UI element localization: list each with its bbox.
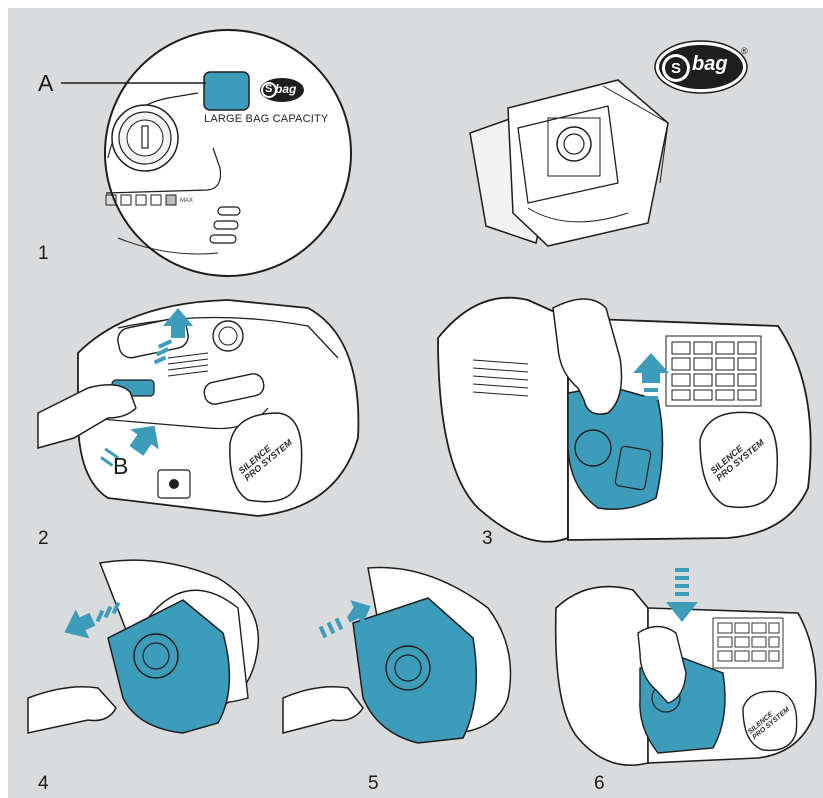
dial-max-label: MAX [180, 198, 193, 204]
indicator-label: LARGE BAG CAPACITY [204, 113, 328, 125]
panel-2-open-lid [38, 300, 358, 516]
callout-b: B [113, 453, 128, 480]
brand-word-small: bag [275, 82, 296, 96]
callout-a: A [38, 70, 53, 97]
vacuum-bag-icon [470, 80, 668, 246]
panel-4-pull-bag [28, 560, 258, 733]
brand-mark-large: S [671, 60, 681, 77]
bag-full-indicator [204, 72, 249, 110]
brand-mark-small: S [265, 83, 272, 95]
step-number-6: 6 [594, 773, 605, 795]
registered-mark: ® [741, 46, 748, 56]
illustration-canvas [8, 8, 823, 798]
panel-1-indicator-closeup [61, 30, 351, 276]
step-number-2: 2 [38, 528, 49, 550]
panel-6-close-lid [556, 568, 816, 765]
panel-3-remove-holder [438, 298, 811, 542]
panel-5-insert-bag [283, 568, 511, 744]
step-number-4: 4 [38, 773, 49, 795]
filter-grid [666, 336, 761, 406]
brand-word-large: bag [692, 53, 728, 76]
dial-knob [112, 105, 178, 171]
instruction-sheet: A B LARGE BAG CAPACITY bag S bag S ® MAX… [8, 8, 823, 798]
step-number-3: 3 [482, 528, 493, 550]
step-number-5: 5 [368, 773, 379, 795]
step-number-1: 1 [38, 243, 49, 265]
